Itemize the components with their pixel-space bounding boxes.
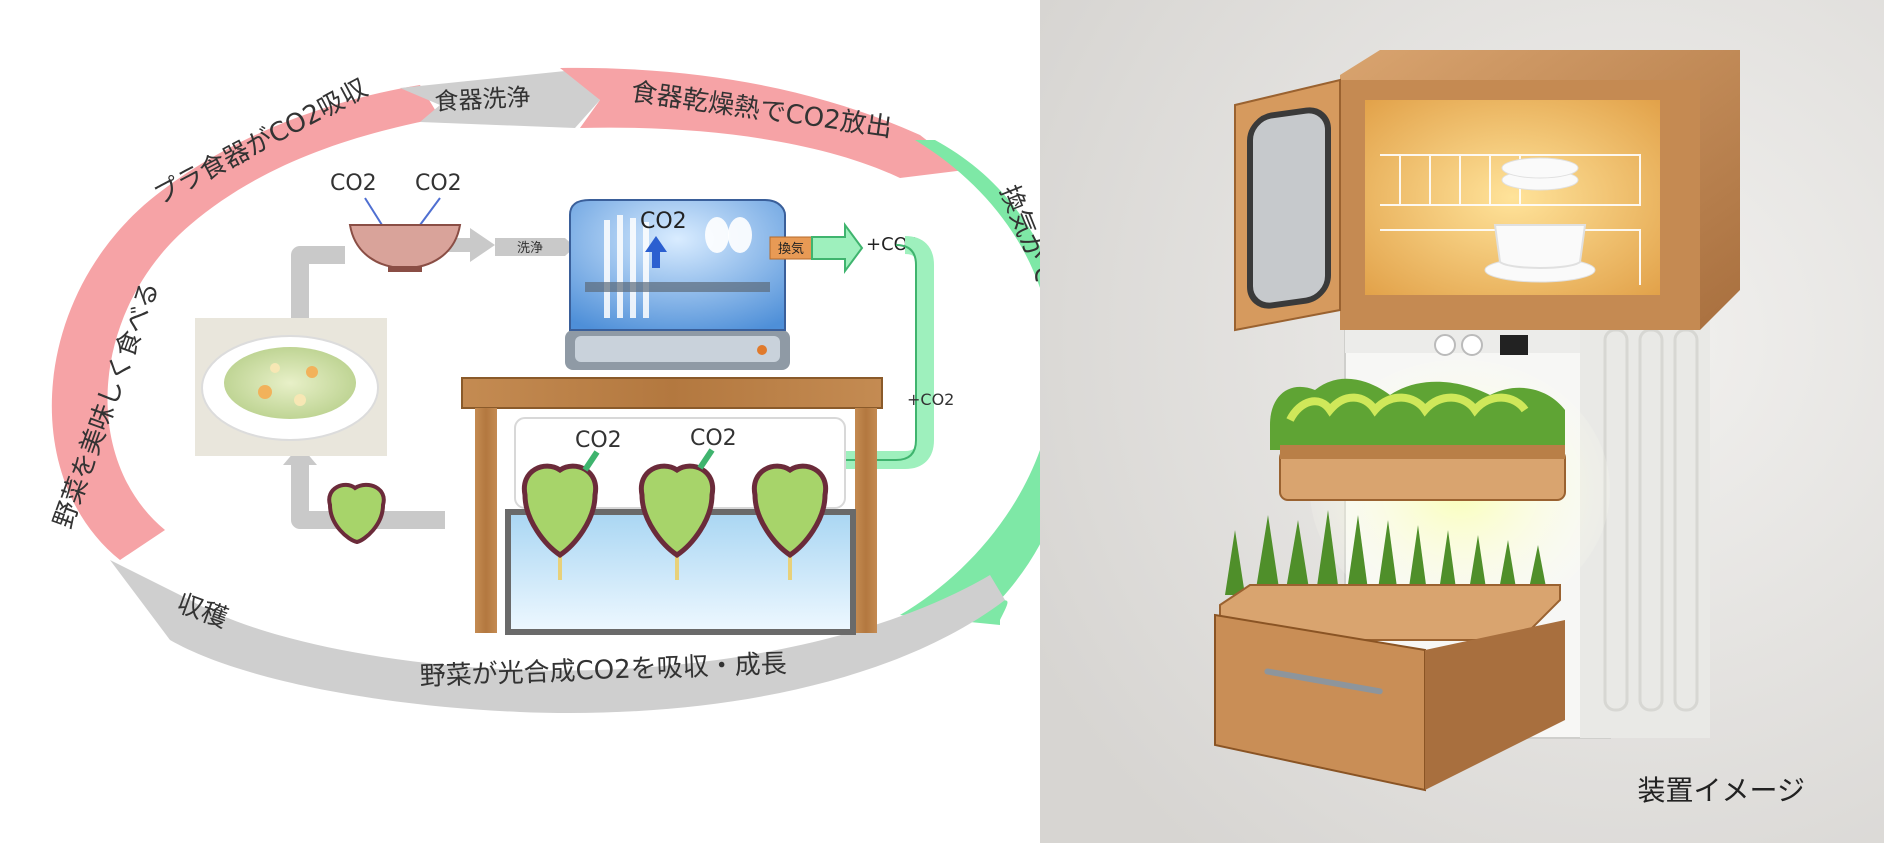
- teacup: [1493, 224, 1587, 269]
- side-plus-co2: +CO2: [907, 390, 954, 409]
- pink-arrow-segment-right: [560, 67, 965, 178]
- bowl-co2-left: CO2: [330, 171, 377, 196]
- device-caption: 装置イメージ: [1638, 774, 1805, 807]
- pink-arrow-segment: [51, 85, 440, 560]
- ventilation-flow: 換気 +CO2 +CO2 +CO2: [769, 221, 954, 477]
- dishwasher: CO2: [565, 199, 790, 370]
- lettuce-1-co2: CO2: [575, 428, 622, 453]
- connector-arrow-right: [470, 228, 495, 262]
- wash-small-label: 洗浄: [517, 241, 543, 256]
- bowl-co2-right: CO2: [415, 171, 462, 196]
- cycle-ring: [51, 67, 1040, 714]
- control-knob-1: [1434, 334, 1456, 356]
- bowl-group: CO2 CO2: [330, 171, 462, 272]
- process-connectors: [291, 246, 445, 529]
- lettuce-1: CO2: [521, 428, 622, 580]
- control-display: [1500, 335, 1528, 355]
- bowl: [348, 224, 462, 270]
- lettuce-2-co2: CO2: [690, 426, 737, 451]
- gray-arrow-segment-top: [400, 70, 600, 128]
- device-illustration: 装置イメージ: [1040, 0, 1884, 843]
- label-wash: 食器洗浄: [434, 83, 531, 116]
- drawer-handle: [1264, 668, 1383, 695]
- salad-photo: [195, 318, 387, 456]
- connector-wash-arrow: [495, 238, 575, 256]
- gray-arrow-segment-bottom: [110, 560, 1005, 714]
- control-knob-2: [1461, 334, 1483, 356]
- lettuce-3: [751, 463, 829, 580]
- upper-plant-tray: [1270, 378, 1566, 501]
- lettuce-2: CO2: [638, 426, 737, 580]
- ventilation-small-label: 換気: [778, 241, 804, 257]
- lettuce-row: CO2 CO2: [521, 426, 829, 580]
- dishwasher-co2: CO2: [640, 209, 687, 234]
- upper-cabinet: [1234, 50, 1740, 332]
- harvested-lettuce: [327, 482, 386, 545]
- co2-cycle-diagram: プラ食器がCO2吸収 食器洗浄 食器乾燥熱でCO2放出 換気がてらCO2を野菜室…: [48, 67, 1040, 714]
- lower-drawer: [1214, 510, 1565, 792]
